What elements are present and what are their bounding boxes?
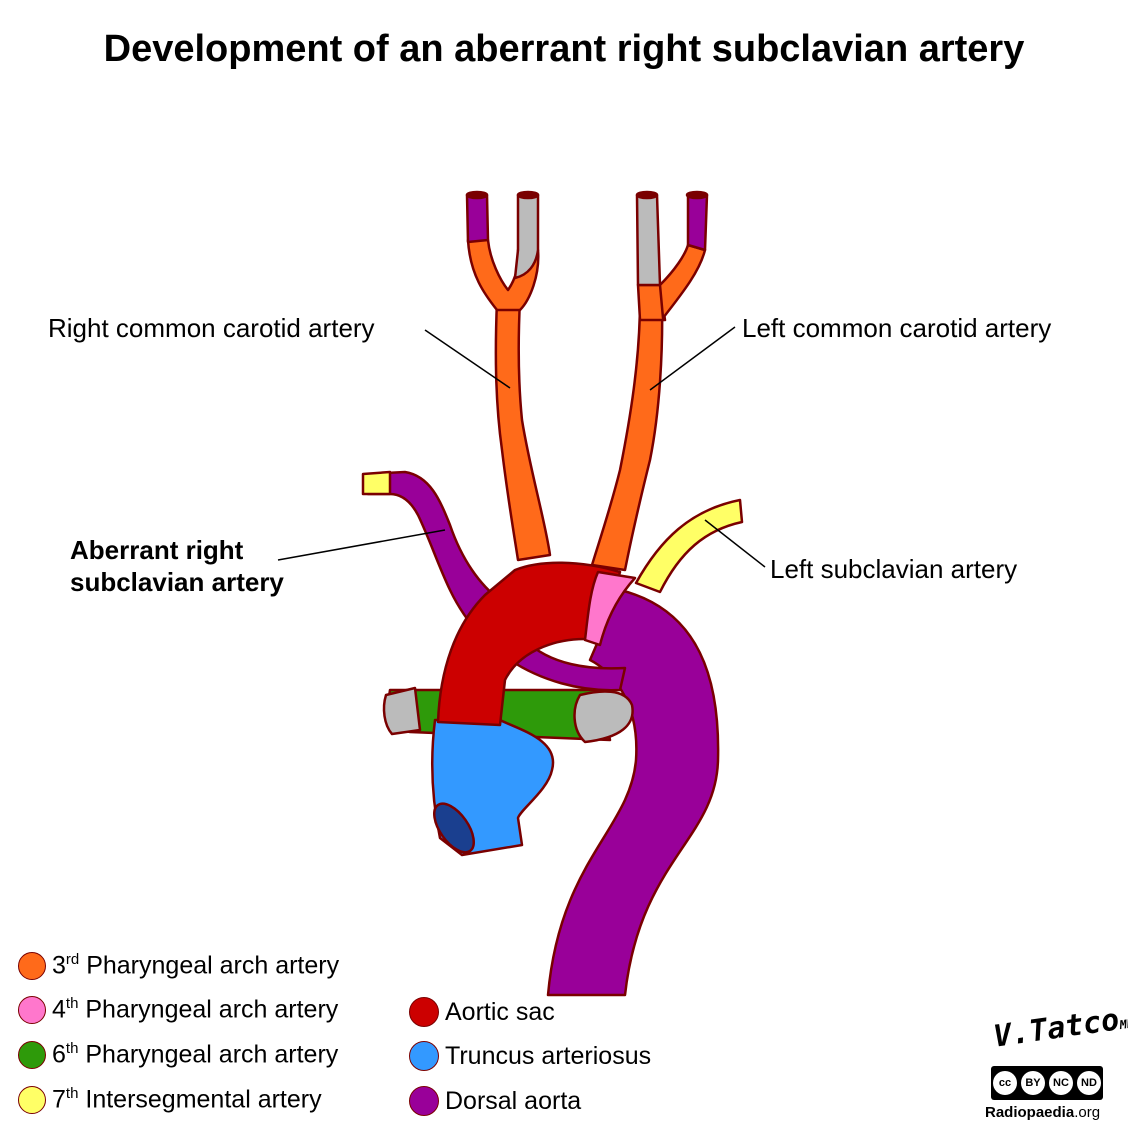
right-external-branch-purple (465, 193, 490, 244)
legend-swatch (18, 995, 46, 1024)
legend-swatch (409, 1041, 439, 1071)
left-internal-branch-gray (635, 193, 662, 287)
aortic-sac-arch (436, 561, 622, 727)
legend-item-dorsal-aorta: Dorsal aorta (409, 1086, 581, 1116)
aberrant-yellow-tip (361, 470, 392, 496)
leader-aberrant-right-subclavian (277, 529, 446, 561)
legend-item-3rd-arch: 3rd Pharyngeal arch artery (18, 951, 339, 980)
license-nc-icon: NC (1049, 1071, 1073, 1095)
legend-item-4th-arch: 4th Pharyngeal arch artery (18, 995, 338, 1024)
truncus-opening (433, 802, 475, 854)
license-by-icon: BY (1021, 1071, 1045, 1095)
label-aberrant-line2: subclavian artery (70, 567, 284, 597)
left-external-branch-purple (686, 193, 709, 252)
right-common-carotid-vessel (494, 298, 552, 562)
left-common-carotid-vessel (590, 298, 664, 572)
legend-swatch (18, 1085, 46, 1114)
cc-icon: cc (993, 1071, 1017, 1095)
radiopaedia-link[interactable]: Radiopaedia.org (985, 1104, 1101, 1121)
cc-license-badge[interactable]: cc BY NC ND (991, 1066, 1103, 1100)
left-external-branch-orange (658, 243, 707, 320)
legend-item-7th-intersegmental: 7th Intersegmental artery (18, 1085, 322, 1114)
license-nd-icon: ND (1077, 1071, 1101, 1095)
right-internal-branch-gray (513, 193, 540, 280)
label-right-common-carotid: Right common carotid artery (48, 313, 375, 343)
dorsal-aorta (546, 588, 720, 997)
legend-swatch (18, 1040, 46, 1069)
legend-item-truncus-arteriosus: Truncus arteriosus (409, 1041, 651, 1071)
leader-left-subclavian (704, 519, 766, 568)
aberrant-right-subclavian-vessel (366, 470, 627, 692)
label-left-common-carotid: Left common carotid artery (742, 313, 1052, 343)
label-aberrant-line1: Aberrant right (70, 535, 244, 565)
diagram-title: Development of an aberrant right subclav… (103, 28, 1025, 70)
legend-swatch (409, 1086, 439, 1116)
leader-right-common-carotid (424, 329, 511, 389)
sixth-arch-gray-left (382, 686, 422, 736)
author-credit: V.TatcoMD cc BY NC ND Radiopaedia.org (985, 1002, 1128, 1125)
label-aberrant-right-subclavian: Aberrant right subclavian artery (70, 534, 284, 598)
legend-swatch (409, 997, 439, 1027)
legend-item-aortic-sac: Aortic sac (409, 997, 555, 1027)
legend-item-6th-arch: 6th Pharyngeal arch artery (18, 1040, 338, 1069)
fourth-arch-segment (583, 570, 637, 647)
sixth-arch-gray-right (573, 690, 634, 744)
label-left-subclavian: Left subclavian artery (770, 554, 1018, 584)
leader-left-common-carotid (649, 326, 736, 391)
left-subclavian-vessel (634, 498, 744, 594)
legend-swatch (18, 951, 46, 980)
